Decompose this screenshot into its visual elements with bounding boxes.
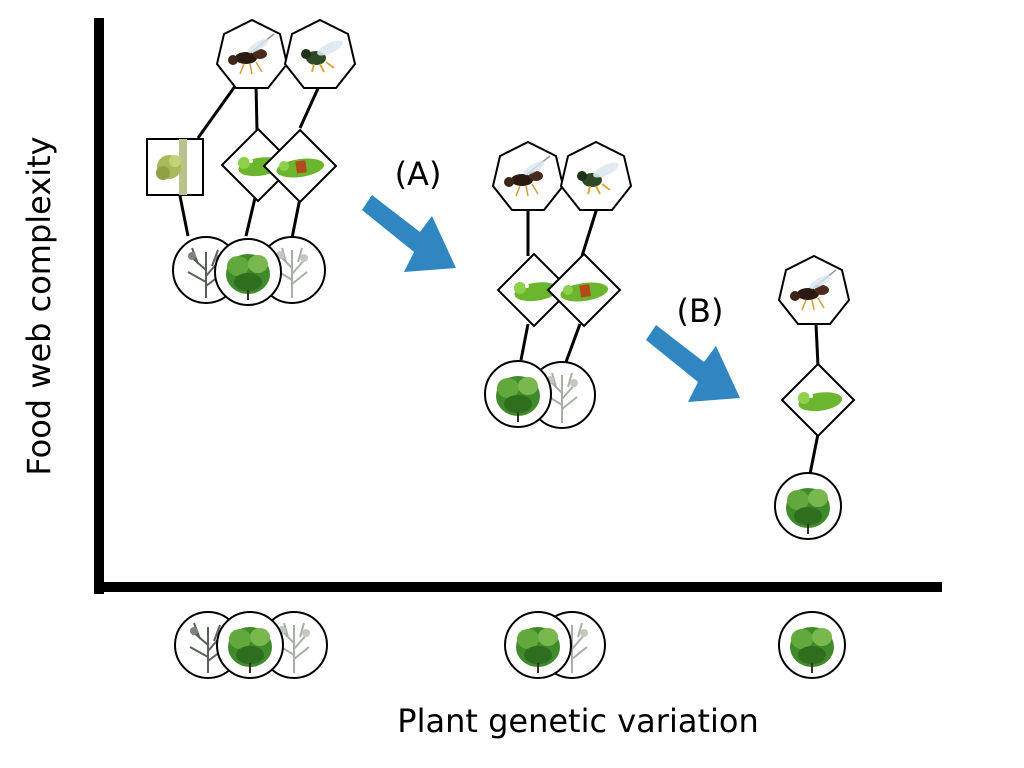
gall-maker-icon bbox=[146, 138, 204, 196]
plant-icon bbox=[778, 611, 846, 679]
wasp-icon bbox=[778, 255, 850, 325]
wasp-icon bbox=[216, 19, 288, 89]
arrow-b: (B) bbox=[646, 292, 740, 402]
fly-icon bbox=[560, 141, 632, 211]
arrow-a: (A) bbox=[362, 155, 456, 272]
food-web-high bbox=[146, 19, 356, 306]
caterpillar-icon bbox=[263, 129, 337, 203]
food-web-medium bbox=[484, 141, 632, 429]
x-axis-genotypes-high bbox=[174, 611, 328, 679]
plant-icon bbox=[216, 611, 284, 679]
links-low bbox=[808, 323, 820, 475]
wasp-icon bbox=[492, 141, 564, 211]
caterpillar-icon bbox=[781, 363, 855, 437]
fly-icon bbox=[284, 19, 356, 89]
plant-icon bbox=[774, 472, 842, 540]
x-axis-label: Plant genetic variation bbox=[397, 702, 758, 740]
links-high bbox=[178, 81, 322, 239]
x-axis-genotypes-low bbox=[778, 611, 846, 679]
plant-icon bbox=[214, 238, 282, 306]
plant-icon bbox=[504, 611, 572, 679]
x-axis-genotypes-medium bbox=[504, 611, 606, 679]
plant-icon bbox=[484, 360, 552, 428]
arrow-a-label: (A) bbox=[395, 155, 442, 193]
y-axis-label: Food web complexity bbox=[20, 136, 58, 475]
links-medium bbox=[519, 207, 599, 363]
food-web-low bbox=[774, 255, 855, 540]
arrow-b-label: (B) bbox=[677, 292, 724, 330]
y-axis bbox=[94, 18, 104, 594]
caterpillar-icon bbox=[547, 253, 621, 327]
x-axis bbox=[94, 582, 942, 592]
